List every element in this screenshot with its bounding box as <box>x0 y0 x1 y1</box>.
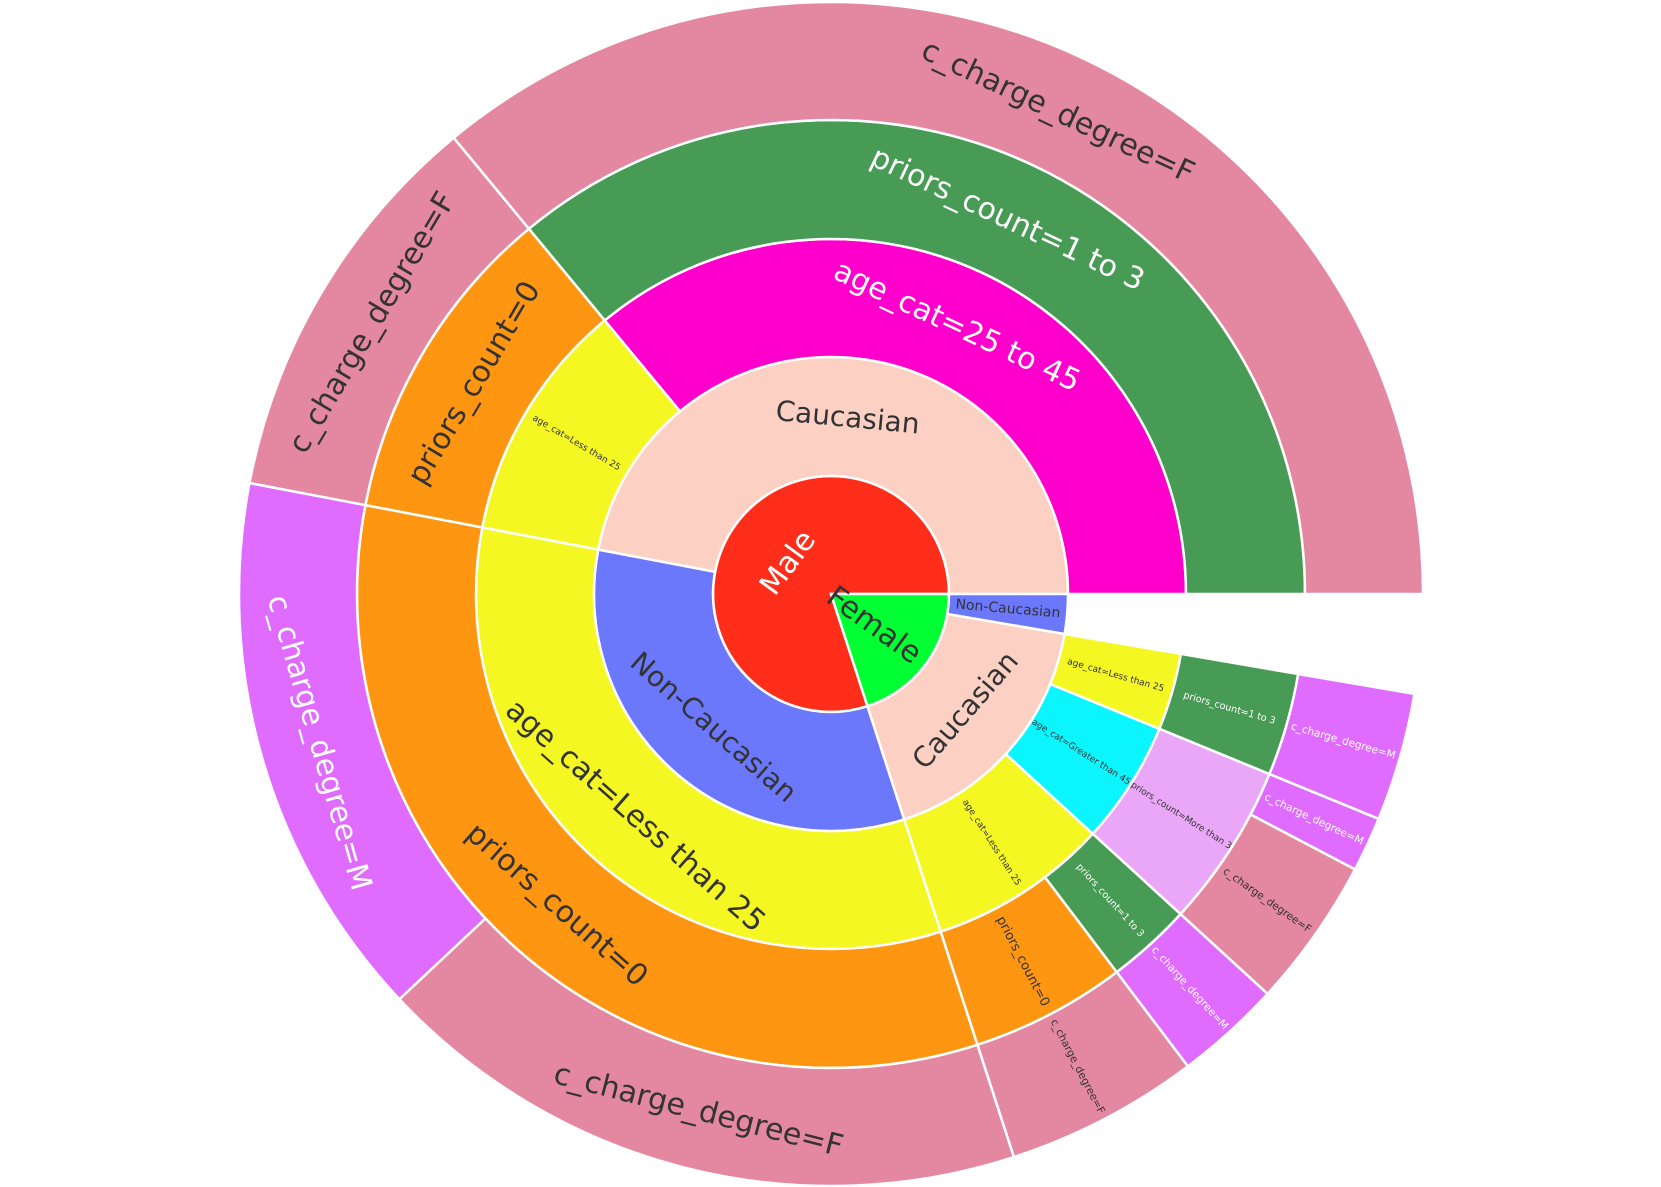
sunburst-segment-c-charge-degree-f[interactable] <box>451 0 1425 596</box>
sunburst-segment-non-caucasian[interactable] <box>945 592 1070 636</box>
sunburst-segment-c-charge-degree-m[interactable] <box>1267 672 1416 821</box>
sunburst-segments <box>237 0 1425 1187</box>
